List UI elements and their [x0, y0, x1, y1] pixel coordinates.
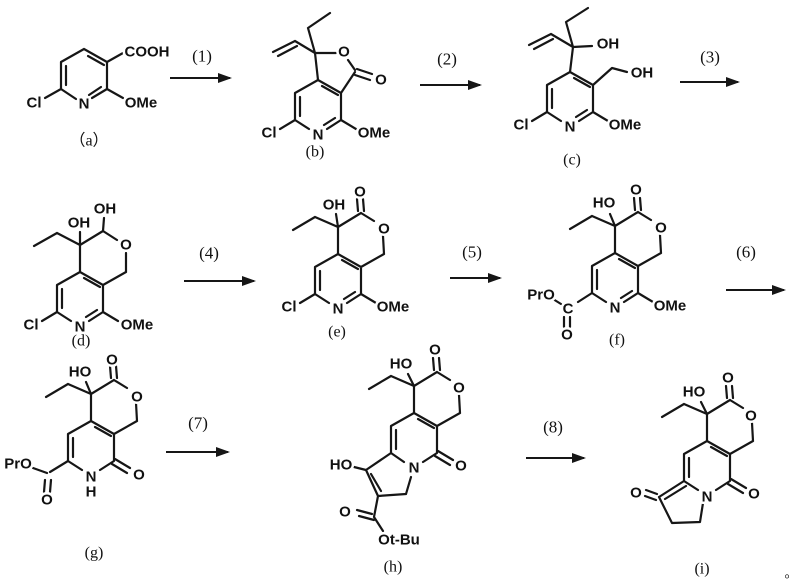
atom-label-n: N: [313, 127, 324, 144]
atom-label-ome: OMe: [125, 95, 158, 112]
atom-label-oh: OH: [94, 201, 117, 218]
atom-label-n: N: [610, 300, 621, 317]
compound-i-structure: [643, 384, 755, 525]
atom-label-o: O: [106, 352, 118, 369]
atom-label-oh: OH: [68, 215, 91, 232]
atom-label-o: O: [131, 389, 143, 406]
atom-label-o: O: [133, 467, 145, 484]
atom-label-o: O: [722, 370, 734, 387]
atom-label-cl: Cl: [282, 299, 297, 316]
step-label-7: (7): [188, 414, 208, 433]
atom-label-ome: OMe: [654, 298, 687, 315]
reaction-arrows: [166, 73, 786, 463]
atom-label-o: O: [429, 342, 441, 359]
compound-label-a: （a）: [69, 132, 108, 150]
atom-label-cl: Cl: [27, 95, 42, 112]
compound-a-structure: [43, 47, 125, 101]
atom-label-pro: PrO: [527, 287, 555, 304]
compound-label-g: (g): [85, 545, 104, 562]
atom-label-n: N: [79, 96, 90, 113]
atom-label-cooh: COOH: [125, 44, 170, 61]
atom-label-ome: OMe: [358, 125, 391, 142]
step-label-8: (8): [543, 418, 563, 437]
step-label-2: (2): [437, 50, 457, 69]
atom-label-o: O: [630, 485, 642, 502]
atom-label-o: O: [745, 408, 757, 425]
atom-label-o: O: [120, 237, 132, 254]
atom-label-cl: Cl: [24, 317, 39, 334]
atom-label-cl: Cl: [514, 117, 529, 134]
compound-d-structure: [32, 216, 128, 323]
atom-label-n: N: [333, 301, 344, 318]
atom-label-cl: Cl: [262, 125, 277, 142]
compound-label-c: (c): [563, 152, 581, 169]
atom-label-n: N: [702, 489, 713, 506]
step-label-1: (1): [192, 47, 212, 66]
compound-label-d: (d): [72, 333, 91, 350]
atom-label-o: O: [378, 221, 390, 238]
atom-label-c: C: [563, 301, 574, 318]
atom-label-o: O: [453, 380, 465, 397]
atom-label-o: O: [354, 184, 366, 201]
compound-b-structure: [271, 11, 374, 131]
compound-h-structure: [352, 356, 462, 533]
atom-label-o: O: [41, 492, 53, 509]
atom-label-otbu: Ot-Bu: [378, 532, 420, 549]
atom-label-n: N: [75, 319, 86, 336]
compound-f-structure: [551, 196, 663, 329]
compound-label-h: (h): [384, 559, 403, 576]
atom-label-o: O: [375, 72, 387, 89]
atom-label-ome: OMe: [121, 317, 154, 334]
compound-label-i: (i): [694, 561, 709, 578]
atom-label-oh: OH: [323, 197, 346, 214]
atom-label-n: N: [565, 119, 576, 136]
compound-e-structure: [291, 197, 386, 305]
atom-label-ome: OMe: [377, 299, 410, 316]
step-label-3: (3): [700, 48, 720, 67]
atom-label-o: O: [748, 486, 760, 503]
atom-label-ho: HO: [390, 356, 413, 373]
atom-label-ho: HO: [330, 457, 353, 474]
atom-label-ho: HO: [69, 364, 92, 381]
atom-label-pro: PrO: [4, 456, 32, 473]
atom-label-o: O: [630, 182, 642, 199]
compound-label-e: (e): [328, 324, 346, 341]
step-label-4: (4): [199, 244, 219, 263]
step-label-6: (6): [736, 243, 756, 262]
compound-label-f: (f): [609, 332, 625, 349]
atom-label-o: O: [655, 220, 667, 237]
atom-label-oh: OH: [631, 65, 654, 82]
atom-label-n: N: [86, 469, 97, 486]
atom-label-o: O: [338, 44, 350, 61]
step-label-5: (5): [462, 243, 482, 262]
compound-label-b: (b): [306, 144, 325, 161]
atom-label-o: O: [339, 504, 351, 521]
atom-label-o: O: [455, 458, 467, 475]
compound-c-structure: [527, 6, 629, 123]
atom-label-o: O: [561, 327, 573, 344]
atom-label-n: N: [409, 460, 420, 477]
period-mark: 。: [784, 566, 797, 581]
compound-g-structure: [31, 364, 139, 494]
atom-label-h: H: [86, 484, 97, 501]
atom-label-ho: HO: [683, 384, 706, 401]
atom-label-oh: OH: [597, 36, 620, 53]
atom-label-ome: OMe: [609, 117, 642, 134]
atom-label-ho: HO: [593, 195, 616, 212]
